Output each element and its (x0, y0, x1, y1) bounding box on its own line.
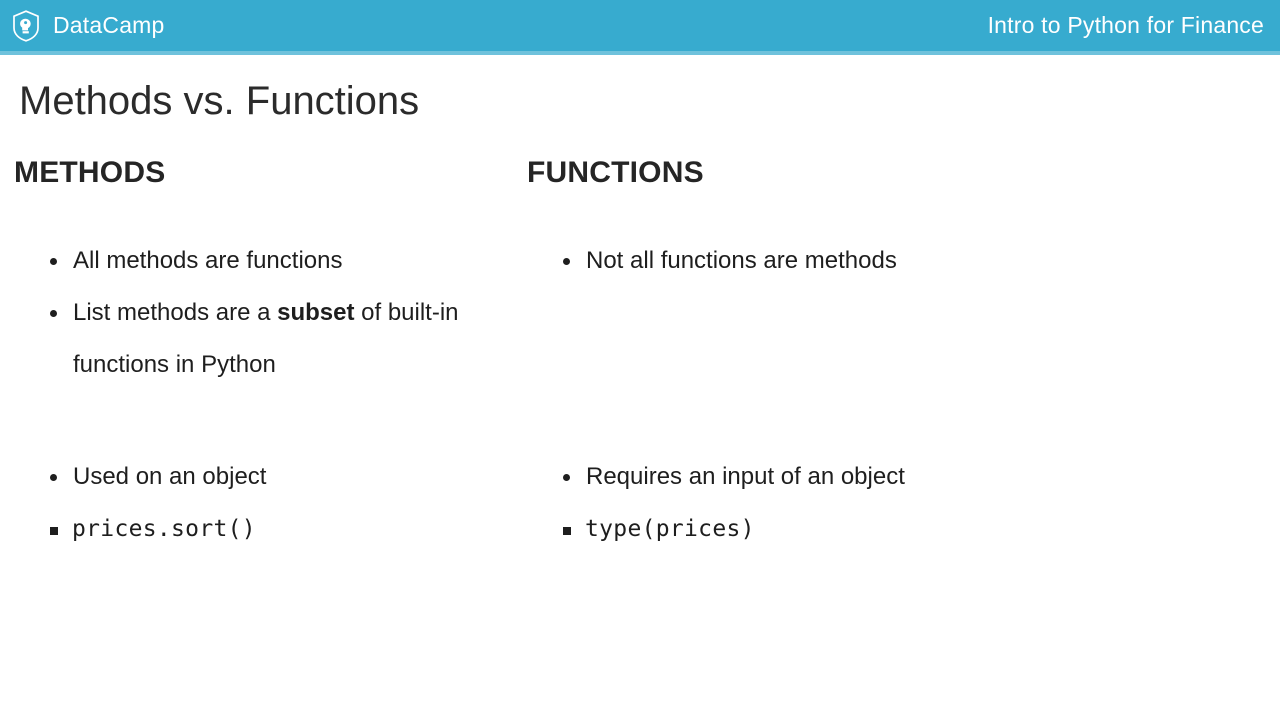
list-item-text: Not all functions are methods (586, 247, 897, 274)
bullet-square-icon (50, 527, 58, 535)
slide-body: Methods vs. Functions METHODS All method… (0, 55, 1280, 720)
header-underline (0, 51, 1280, 55)
functions-bullet-group-top: Not all functions are methods (527, 235, 1040, 287)
bullet-dot-icon (50, 258, 57, 265)
list-item-code: prices.sort() (14, 503, 527, 556)
list-item-text-after: of built-in functions in Python (73, 299, 459, 378)
column-heading-functions: FUNCTIONS (527, 156, 704, 189)
list-item: Used on an object (14, 451, 527, 503)
list-item: Requires an input of an object (527, 451, 1040, 503)
app-header: DataCamp Intro to Python for Finance (0, 0, 1280, 51)
functions-bullet-group-bottom: Requires an input of an object type(pric… (527, 451, 1040, 556)
list-item-code: type(prices) (527, 503, 1040, 556)
code-snippet: prices.sort() (72, 516, 256, 542)
code-snippet: type(prices) (585, 516, 755, 542)
list-item-text: All methods are functions (73, 247, 343, 274)
methods-code-sublist: prices.sort() (14, 503, 527, 556)
list-item: List methods are a subset of built-in fu… (14, 287, 527, 391)
bullet-dot-icon (563, 474, 570, 481)
bullet-dot-icon (563, 258, 570, 265)
brand[interactable]: DataCamp (9, 9, 165, 43)
functions-code-sublist: type(prices) (527, 503, 1040, 556)
methods-bullet-group-top: All methods are functions List methods a… (14, 235, 527, 391)
course-title: Intro to Python for Finance (987, 12, 1264, 38)
list-item-text-before: List methods are a (73, 299, 278, 326)
list-item-text: Used on an object (73, 463, 267, 490)
bullet-square-icon (563, 527, 571, 535)
functions-bullet-list-bottom: Requires an input of an object (527, 451, 1040, 503)
bullet-dot-icon (50, 474, 57, 481)
column-methods: METHODS All methods are functions List m… (14, 155, 527, 542)
list-item: All methods are functions (14, 235, 527, 287)
brand-name: DataCamp (53, 12, 165, 38)
list-item: Not all functions are methods (527, 235, 1040, 287)
methods-bullet-group-bottom: Used on an object prices.sort() (14, 451, 527, 556)
bullet-dot-icon (50, 310, 57, 317)
functions-bullet-list-top: Not all functions are methods (527, 235, 1040, 287)
datacamp-shield-brain-icon (9, 9, 43, 43)
page-title: Methods vs. Functions (19, 79, 420, 123)
column-functions: FUNCTIONS Not all functions are methods … (527, 155, 1040, 542)
list-item-text: Requires an input of an object (586, 463, 905, 490)
column-heading-methods: METHODS (14, 156, 166, 189)
methods-bullet-list-top: All methods are functions List methods a… (14, 235, 527, 391)
methods-bullet-list-bottom: Used on an object (14, 451, 527, 503)
list-item-text-emphasis: subset (277, 299, 355, 326)
